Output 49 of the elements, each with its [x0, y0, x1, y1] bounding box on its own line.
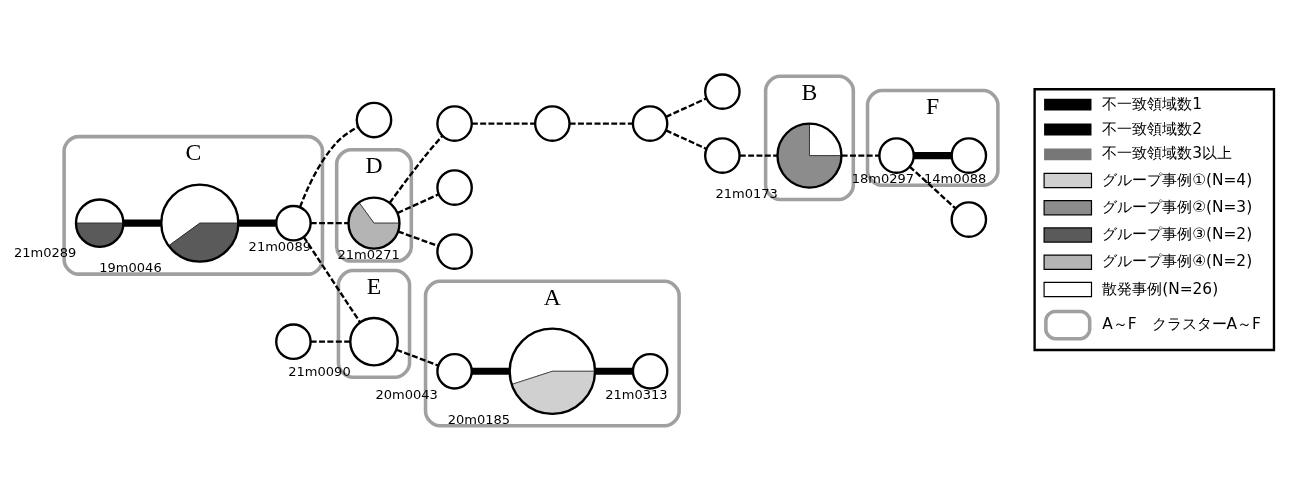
- node-circle: [436, 233, 473, 270]
- legend-label: 散発事例(N=26): [1102, 279, 1219, 298]
- connector: [298, 125, 359, 208]
- node-label: 21m0089: [248, 238, 311, 254]
- node-circle: [950, 137, 988, 174]
- node-circle: [950, 201, 988, 238]
- node-circle: [355, 101, 393, 139]
- connector: [396, 348, 439, 367]
- node-label: 21m0173: [715, 186, 778, 202]
- connector: [388, 135, 444, 204]
- connector: [569, 122, 633, 125]
- legend-label: 不一致領域数2: [1102, 119, 1202, 138]
- node-circle: [704, 73, 741, 110]
- node-circle: [349, 316, 399, 367]
- connector: [471, 122, 535, 125]
- node-circle: [436, 105, 473, 142]
- legend-label: A～F クラスターA～F: [1102, 315, 1261, 334]
- node-label: 20m0185: [447, 412, 511, 428]
- legend-label: 不一致領域数1: [1102, 94, 1202, 113]
- legend-label: グループ事例①(N=4): [1102, 170, 1253, 189]
- node-circle: [275, 323, 312, 360]
- connector: [739, 154, 778, 157]
- node-circle: [436, 352, 473, 390]
- connector: [665, 129, 707, 150]
- legend-label: グループ事例③(N=2): [1102, 225, 1253, 244]
- connector: [909, 165, 957, 210]
- legend-label: グループ事例②(N=3): [1102, 197, 1253, 216]
- node-circle: [533, 105, 571, 142]
- node-circle: [275, 204, 312, 242]
- node-circle: [704, 137, 741, 174]
- connector: [302, 236, 361, 323]
- node-label: 19m0046: [99, 260, 162, 276]
- node-label: 21m0313: [605, 386, 668, 402]
- connector: [397, 230, 439, 248]
- connector: [310, 340, 351, 343]
- connector: [841, 154, 880, 157]
- node-circle: [631, 352, 669, 390]
- legend-label: 不一致領域数3以上: [1102, 144, 1232, 163]
- connector: [310, 221, 349, 225]
- node-label: 14m0088: [924, 171, 987, 187]
- node-circle: [631, 105, 669, 142]
- connector: [123, 219, 162, 227]
- node-label: 21m0271: [337, 247, 400, 263]
- node-circle: [878, 137, 915, 174]
- legend-label: グループ事例④(N=2): [1102, 252, 1253, 271]
- connector: [665, 97, 707, 118]
- connector: [397, 193, 440, 214]
- connector: [471, 367, 510, 375]
- node-circle: [436, 169, 473, 206]
